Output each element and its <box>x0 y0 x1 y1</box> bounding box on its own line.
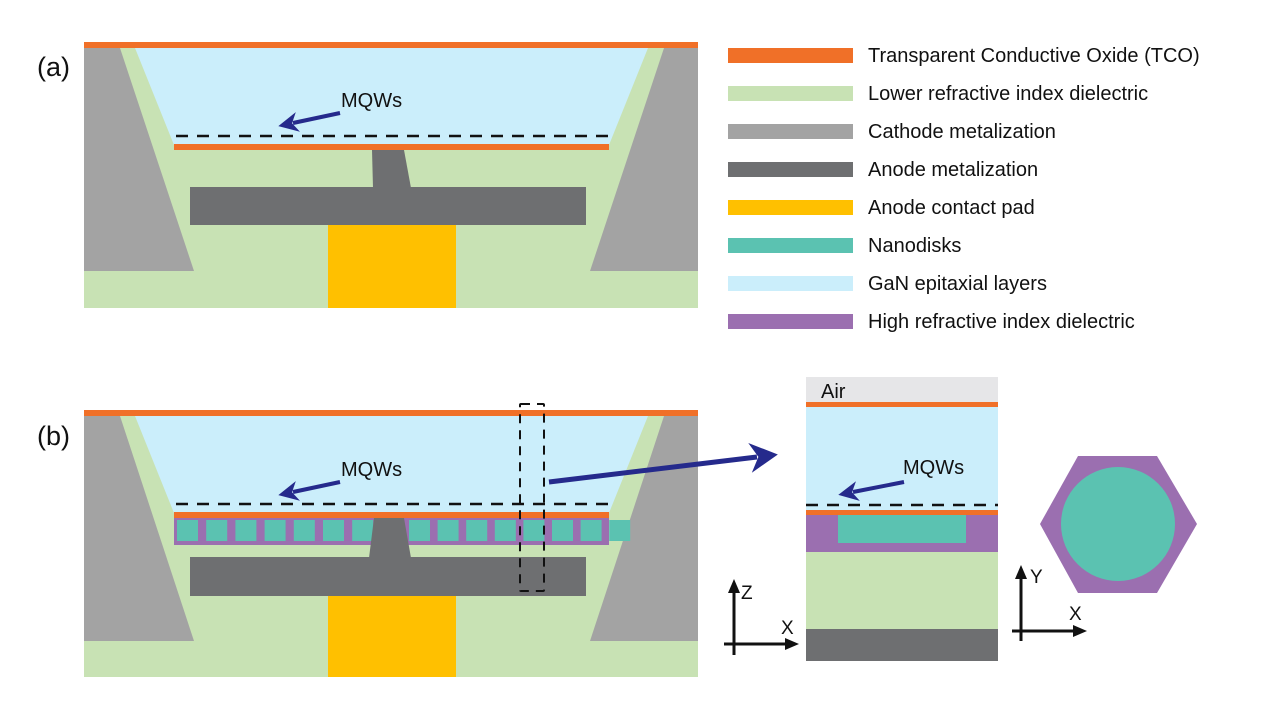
legend-label-low_dielectric: Lower refractive index dielectric <box>868 83 1148 105</box>
axes-yx: Y X <box>1012 565 1087 641</box>
panel-a-cathode-left <box>84 48 194 271</box>
legend-label-anode: Anode metalization <box>868 159 1038 181</box>
y-axis-arrowhead-icon <box>1015 565 1027 579</box>
legend-item-nanodisks: Nanodisks <box>728 235 961 257</box>
legend-label-pad: Anode contact pad <box>868 197 1035 219</box>
panel-b-label: (b) <box>37 421 70 451</box>
nanodisk <box>352 520 374 541</box>
legend-swatch-gan <box>728 276 853 291</box>
panel-b-tco-top <box>84 410 698 416</box>
legend-item-cathode: Cathode metalization <box>728 121 1056 143</box>
legend-swatch-tco <box>728 48 853 63</box>
legend-swatch-nanodisks <box>728 238 853 253</box>
unit-cell-mqw-arrow <box>838 480 905 501</box>
legend-item-anode: Anode metalization <box>728 159 1038 181</box>
panel-b: (b) MQWs <box>37 403 778 677</box>
panel-a-contact-pad <box>328 225 456 308</box>
panel-b-cathode-right <box>590 416 698 641</box>
nanodisk <box>466 520 488 541</box>
panel-b-cathode-left <box>84 416 194 641</box>
arrowhead-icon <box>838 481 860 501</box>
panel-a-tco-bottom <box>174 144 609 150</box>
panel-b-mqw-arrow <box>278 480 341 501</box>
legend: Transparent Conductive Oxide (TCO) Lower … <box>728 45 1200 333</box>
legend-swatch-high_dielectric <box>728 314 853 329</box>
nanodisk <box>293 520 315 541</box>
x-axis-arrowhead-icon <box>785 638 799 650</box>
panel-a-cathode-right <box>590 48 698 271</box>
legend-item-pad: Anode contact pad <box>728 197 1035 219</box>
y-axis-label: Y <box>1030 567 1043 588</box>
legend-label-tco: Transparent Conductive Oxide (TCO) <box>868 45 1200 67</box>
panel-a-mqw-arrow <box>278 111 341 132</box>
nanodisk <box>552 520 573 541</box>
legend-item-low_dielectric: Lower refractive index dielectric <box>728 83 1148 105</box>
legend-swatch-pad <box>728 200 853 215</box>
arrowhead-icon <box>748 442 778 473</box>
legend-label-nanodisks: Nanodisks <box>868 235 961 257</box>
panel-a-anode-bar <box>190 187 586 225</box>
unit-cell-anode <box>806 629 998 661</box>
legend-item-high_dielectric: High refractive index dielectric <box>728 311 1135 333</box>
nanodisk <box>523 520 545 541</box>
legend-label-cathode: Cathode metalization <box>868 121 1056 143</box>
unit-cell-tco-top <box>806 402 998 407</box>
z-axis-label: Z <box>741 583 753 604</box>
panel-a-tco-top <box>84 42 698 48</box>
unit-cell-mqw-label: MQWs <box>903 457 964 479</box>
nanodisk-top-view <box>1061 467 1175 581</box>
unit-cell-air-label: Air <box>821 381 846 403</box>
nanodisk <box>494 520 516 541</box>
nanodisk <box>409 520 430 541</box>
panel-b-anode-stem <box>369 518 411 558</box>
x-axis-label-zx: X <box>781 618 794 639</box>
nanodisk <box>177 520 198 541</box>
panel-a-anode-stem <box>372 150 411 188</box>
unit-cell-gan <box>806 407 998 511</box>
legend-item-gan: GaN epitaxial layers <box>728 273 1047 295</box>
unit-cell-cross-section: Air MQWs <box>806 377 998 661</box>
nanodisk <box>580 520 602 541</box>
legend-swatch-anode <box>728 162 853 177</box>
panel-b-unit-cell-selection-box <box>519 403 545 592</box>
unit-cell-low-dielectric <box>806 552 998 629</box>
x-axis-arrowhead-icon-yx <box>1073 625 1087 637</box>
nanodisk <box>323 520 344 541</box>
nanodisk <box>609 520 631 541</box>
panel-b-mqw-label: MQWs <box>341 459 402 481</box>
nanodisk <box>437 520 459 541</box>
axes-zx: Z X <box>724 579 799 655</box>
legend-swatch-cathode <box>728 124 853 139</box>
nanodisk <box>206 520 228 541</box>
panel-a-mqw-label: MQWs <box>341 90 402 112</box>
z-axis-arrowhead-icon <box>728 579 740 593</box>
panel-a-gan-layer <box>135 48 648 145</box>
legend-label-high_dielectric: High refractive index dielectric <box>868 311 1135 333</box>
panel-b-gan-layer <box>135 416 648 513</box>
unit-cell-tco-bottom <box>806 510 998 515</box>
x-axis-label-yx: X <box>1069 604 1082 625</box>
panel-b-contact-pad <box>328 596 456 677</box>
panel-a-label: (a) <box>37 52 70 82</box>
unit-cell-nanodisk <box>838 515 966 543</box>
legend-label-gan: GaN epitaxial layers <box>868 273 1047 295</box>
legend-item-tco: Transparent Conductive Oxide (TCO) <box>728 45 1200 67</box>
unit-cell-air <box>806 377 998 404</box>
panel-a: (a) MQWs <box>37 42 698 308</box>
arrowhead-icon <box>278 481 300 501</box>
nanodisk <box>264 520 286 541</box>
nanodisk <box>235 520 257 541</box>
panel-b-nanodisk-array <box>177 520 631 541</box>
zoom-to-unit-cell-arrow <box>548 442 778 485</box>
panel-b-tco-bottom <box>174 512 609 518</box>
unit-cell-top-view <box>1040 456 1197 593</box>
legend-swatch-low_dielectric <box>728 86 853 101</box>
arrowhead-icon <box>278 112 300 132</box>
